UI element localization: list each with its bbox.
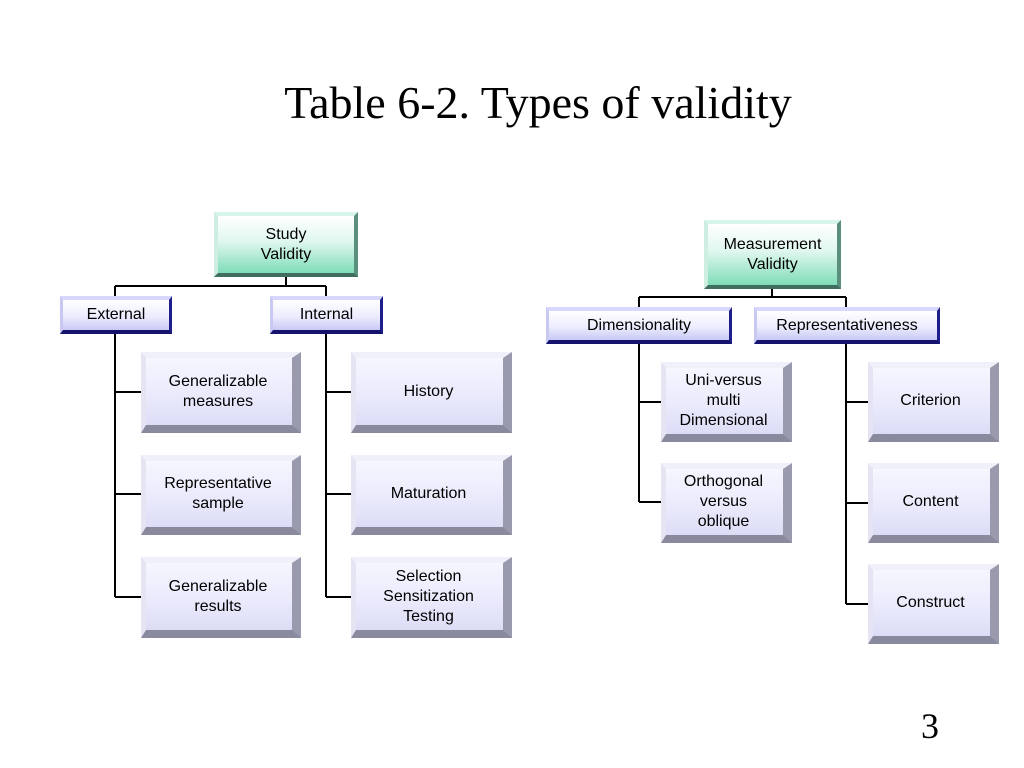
page-title: Table 6-2. Types of validity (284, 77, 792, 128)
external-node: External (60, 296, 172, 334)
study-validity-node: Study Validity (214, 212, 358, 277)
dimensionality-node: Dimensionality (546, 307, 732, 344)
orthogonal-versus-oblique-node: Orthogonal versus oblique (661, 463, 792, 543)
generalizable-results-node: Generalizable results (141, 557, 301, 638)
generalizable-measures-node: Generalizable measures (141, 352, 301, 433)
internal-node: Internal (270, 296, 383, 334)
representative-sample-node: Representative sample (141, 455, 301, 535)
representativeness-node: Representativeness (754, 307, 940, 344)
measurement-validity-node: Measurement Validity (704, 220, 841, 289)
maturation-node: Maturation (351, 455, 512, 535)
criterion-node: Criterion (868, 362, 999, 442)
content-node: Content (868, 463, 999, 543)
history-node: History (351, 352, 512, 433)
construct-node: Construct (868, 564, 999, 644)
selection-sensitization-testing-node: Selection Sensitization Testing (351, 557, 512, 638)
slide-number: 3 (921, 706, 939, 746)
uni-versus-multi-dimensional-node: Uni-versus multi Dimensional (661, 362, 792, 442)
